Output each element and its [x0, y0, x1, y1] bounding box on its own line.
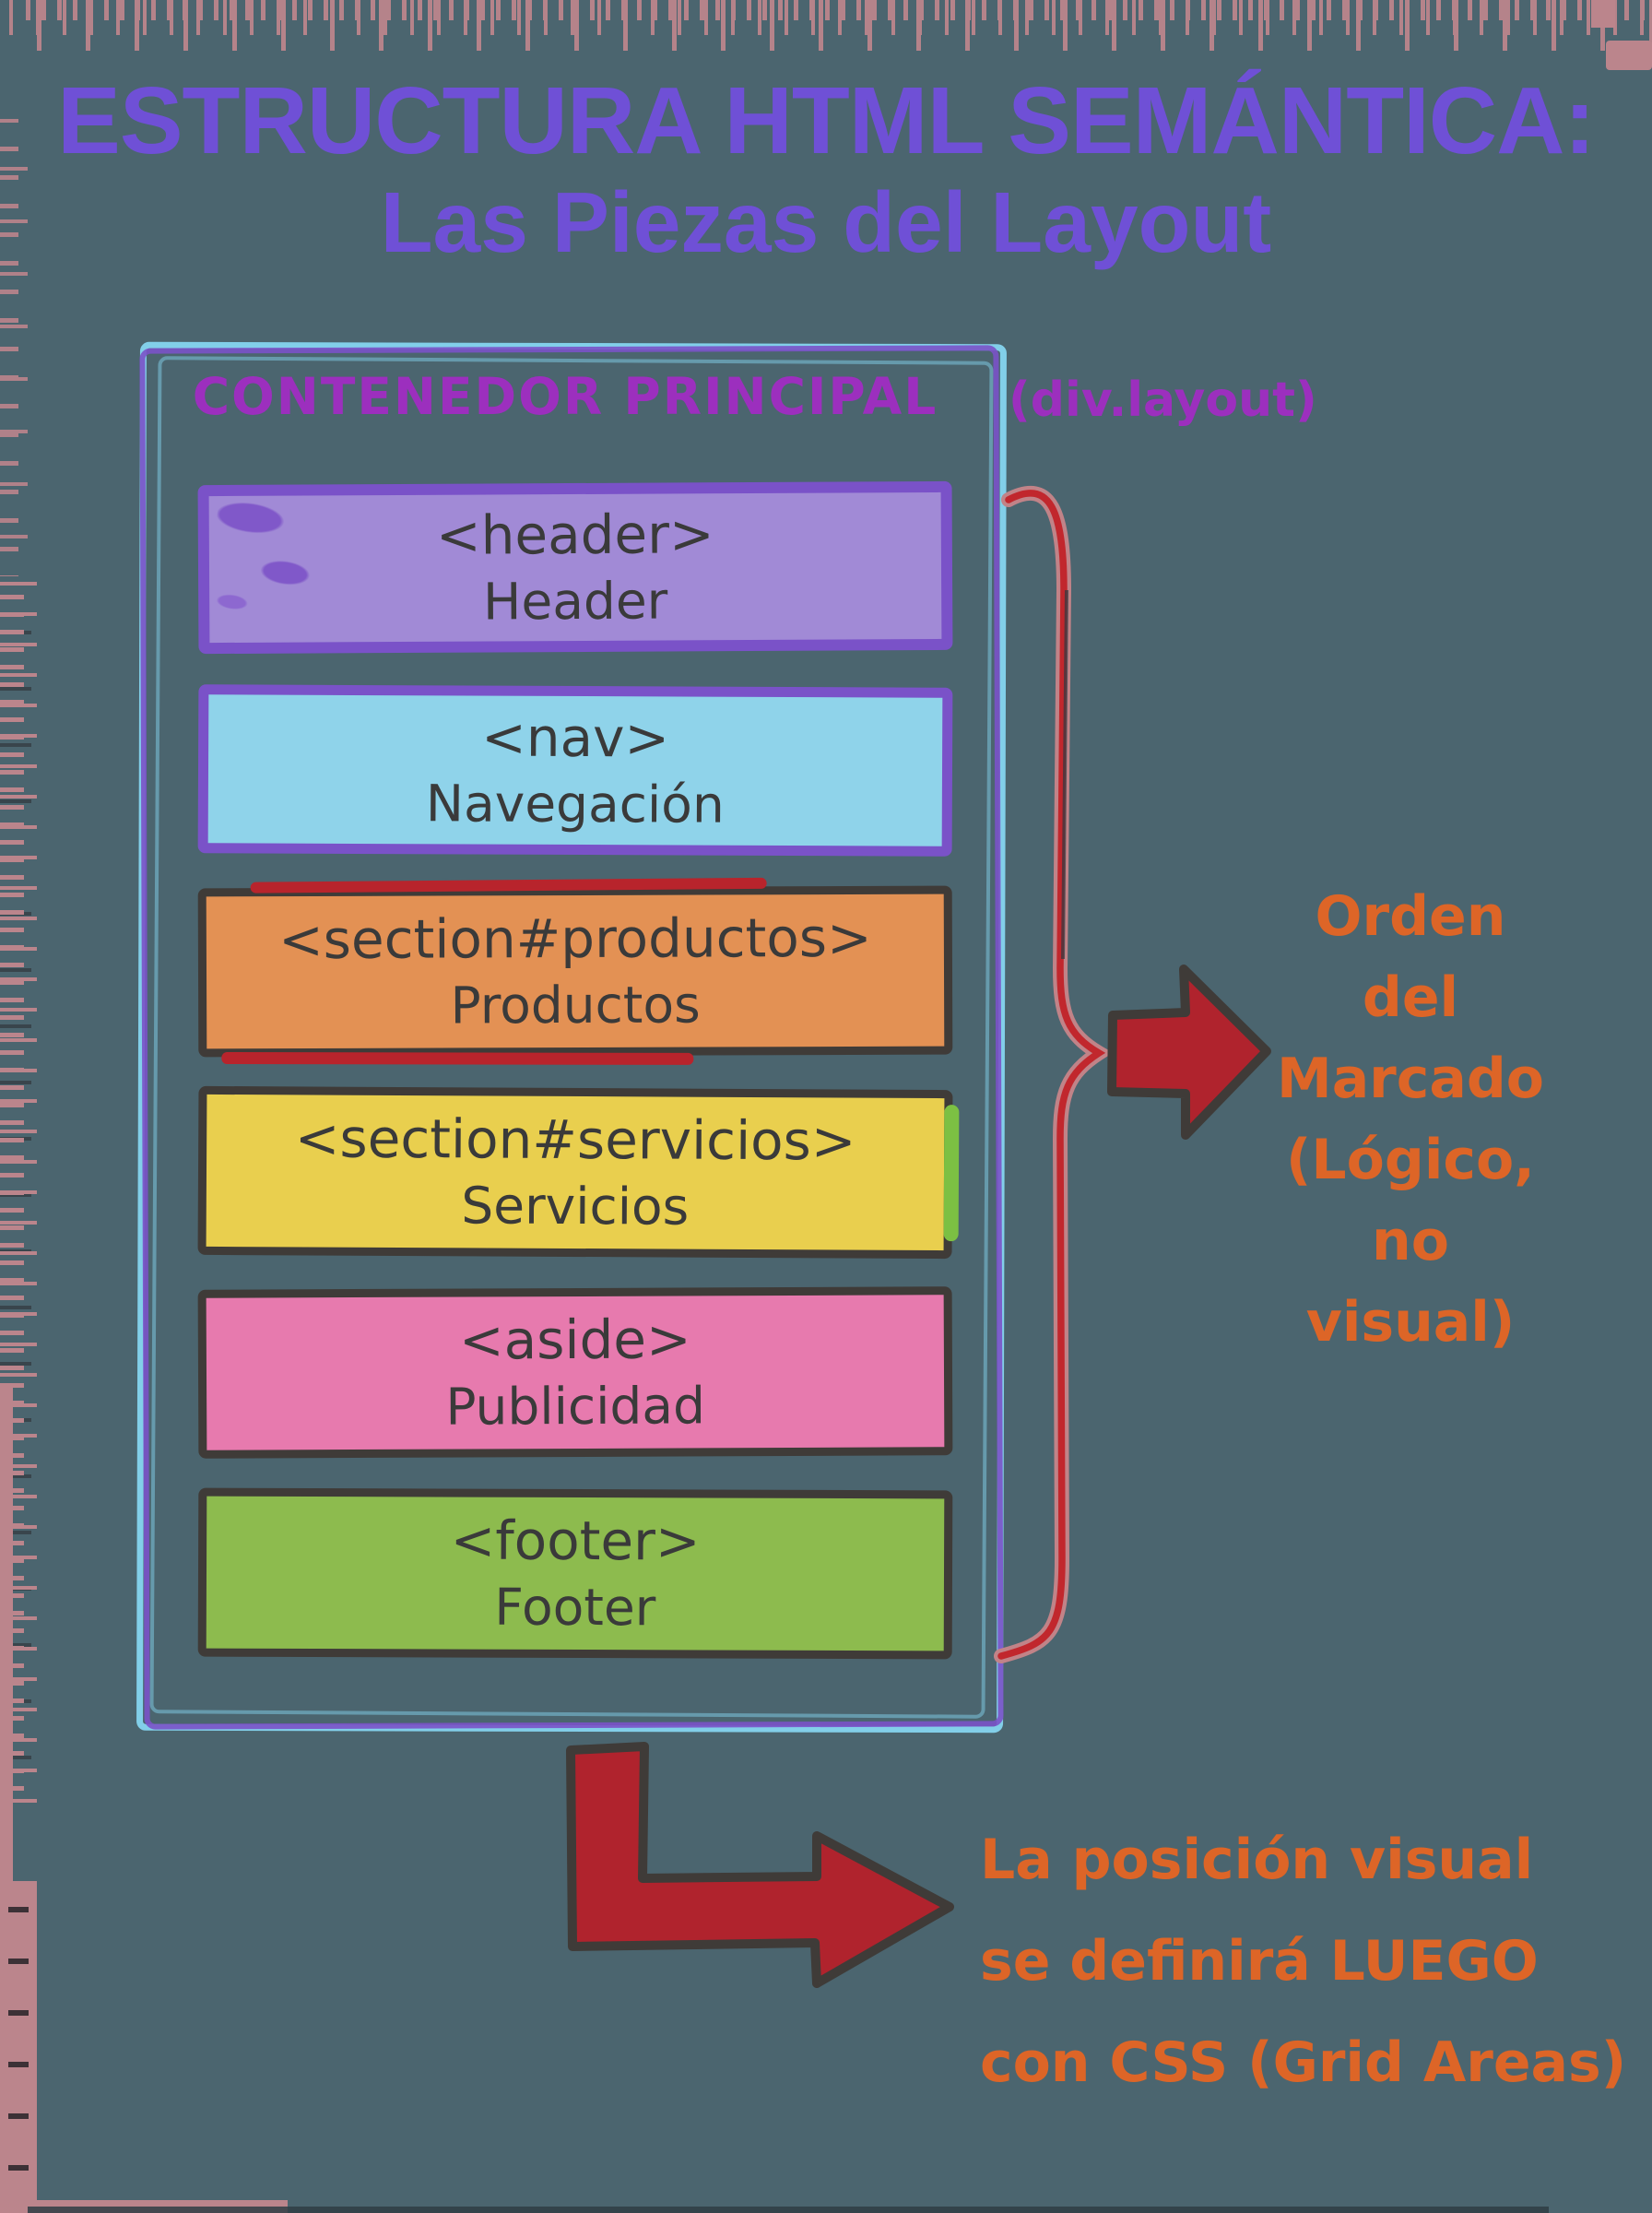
- box-footer-label: Footer: [494, 1578, 656, 1638]
- diagram-box-footer: <footer> Footer: [197, 1487, 953, 1660]
- curly-brace-halo: [994, 485, 1114, 1663]
- box-productos-label: Productos: [450, 975, 701, 1035]
- box-header-tag: <header>: [435, 503, 714, 567]
- diagram-box-nav: <nav> Navegación: [197, 684, 953, 857]
- ruler-left-spine-decoration: [0, 1383, 13, 1899]
- box-footer-tag: <footer>: [450, 1509, 701, 1573]
- css-position-arrow-icon: [566, 1742, 954, 1988]
- box-header-label: Header: [482, 571, 668, 632]
- markup-order-line: no visual): [1305, 1209, 1516, 1355]
- diagram-box-section-servicios: <section#servicios> Servicios: [197, 1085, 953, 1260]
- markup-order-line: Marcado: [1276, 1047, 1544, 1111]
- box-servicios-label: Servicios: [461, 1176, 690, 1237]
- diagram-box-header: <header> Header: [197, 480, 953, 655]
- css-position-line: se definirá LUEGO: [980, 1929, 1539, 1994]
- css-position-note: La posición visual se definirá LUEGO con…: [980, 1809, 1626, 2113]
- div-layout-annotation: (div.layout): [1009, 373, 1317, 428]
- box-productos-tag: <section#productos>: [278, 906, 872, 972]
- ruler-bottom-line-decoration: [28, 2207, 1549, 2213]
- box-nav-label: Navegación: [425, 774, 725, 835]
- box-servicios-tag: <section#servicios>: [294, 1106, 856, 1173]
- box-nav-tag: <nav>: [481, 705, 670, 770]
- box-aside-label: Publicidad: [445, 1376, 706, 1438]
- ruler-corner-tick-decoration: [1591, 0, 1615, 28]
- markup-order-note: Orden del Marcado (Lógico, no visual): [1268, 876, 1553, 1363]
- page-title-line1: ESTRUCTURA HTML SEMÁNTICA:: [57, 67, 1596, 174]
- page-title: ESTRUCTURA HTML SEMÁNTICA: Las Piezas de…: [0, 67, 1652, 270]
- css-position-line: La posición visual: [980, 1828, 1534, 1892]
- main-container-label: CONTENEDOR PRINCIPAL: [192, 367, 938, 426]
- curly-brace-icon: [997, 490, 1106, 1660]
- markup-order-line: del: [1362, 965, 1459, 1030]
- page-title-line2: Las Piezas del Layout: [380, 173, 1272, 270]
- markup-order-arrow-icon: [1107, 964, 1271, 1140]
- ruler-top-decoration: [0, 0, 1652, 52]
- box-aside-tag: <aside>: [458, 1308, 691, 1372]
- markup-order-line: Orden: [1315, 884, 1506, 949]
- ruler-corner-blob-decoration: [1606, 41, 1652, 70]
- diagram-box-aside: <aside> Publicidad: [197, 1286, 953, 1459]
- css-position-line: con CSS (Grid Areas): [980, 2030, 1627, 2095]
- ruler-left-strip-decoration: [0, 1881, 37, 2213]
- diagram-box-section-productos: <section#productos> Productos: [197, 885, 953, 1058]
- curly-brace-ink-line: [1061, 589, 1068, 960]
- ruler-left-upper-decoration: [0, 115, 28, 576]
- markup-order-line: (Lógico,: [1286, 1128, 1535, 1192]
